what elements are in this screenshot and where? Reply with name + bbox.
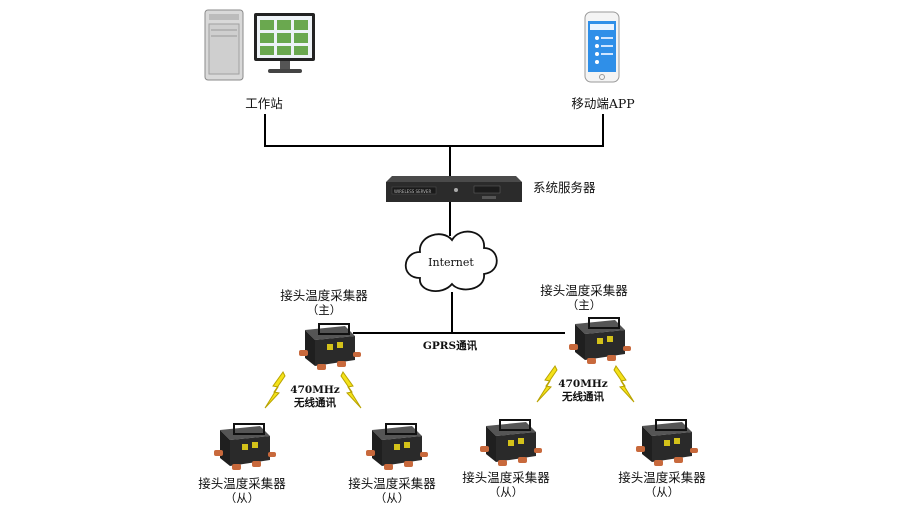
slave-tag: （从） — [224, 491, 260, 505]
smartphone-icon — [584, 11, 620, 83]
server-label: 系统服务器 — [533, 180, 596, 195]
desktop-computer-icon — [204, 9, 315, 81]
lightning-bolt-icon — [613, 365, 635, 403]
radio-label-left: 470MHz 无线通讯 — [290, 384, 340, 409]
radio-label-right: 470MHz 无线通讯 — [558, 378, 608, 403]
collector-slave-1-icon — [214, 423, 276, 470]
lightning-bolt-icon — [264, 371, 286, 409]
collector-slave-1-label: 接头温度采集器 （从） — [198, 476, 286, 505]
mobile-app-label: 移动端APP — [571, 96, 635, 111]
slave-tag: （从） — [488, 485, 524, 499]
collector-master-right-label: 接头温度采集器 （主） — [540, 283, 628, 312]
collector-devices — [214, 317, 698, 470]
cloud-icon: Internet — [404, 230, 498, 292]
connection-lines — [264, 114, 604, 334]
radio-links — [264, 365, 635, 409]
collector-slave-4-label: 接头温度采集器 （从） — [618, 470, 706, 499]
lightning-bolt-icon — [536, 365, 558, 403]
rack-server-icon: WIRELESS SERVER — [386, 176, 522, 202]
collector-master-left-label: 接头温度采集器 （主） — [280, 288, 368, 317]
collector-master-right-icon — [569, 317, 631, 364]
collector-slave-3-label: 接头温度采集器 （从） — [462, 470, 550, 499]
workstation-label: 工作站 — [245, 96, 283, 111]
server-front-text: WIRELESS SERVER — [394, 189, 431, 194]
collector-slave-2-label: 接头温度采集器 （从） — [348, 476, 436, 505]
internet-label: Internet — [428, 256, 474, 269]
gprs-label: GPRS通讯 — [422, 340, 478, 352]
lightning-bolt-icon — [340, 371, 362, 409]
collector-slave-2-icon — [366, 423, 428, 470]
master-tag: （主） — [306, 303, 342, 317]
master-tag: （主） — [566, 298, 602, 312]
collector-slave-4-icon — [636, 419, 698, 466]
collector-master-left-icon — [299, 323, 361, 370]
collector-slave-3-icon — [480, 419, 542, 466]
slave-tag: （从） — [374, 491, 410, 505]
slave-tag: （从） — [644, 485, 680, 499]
